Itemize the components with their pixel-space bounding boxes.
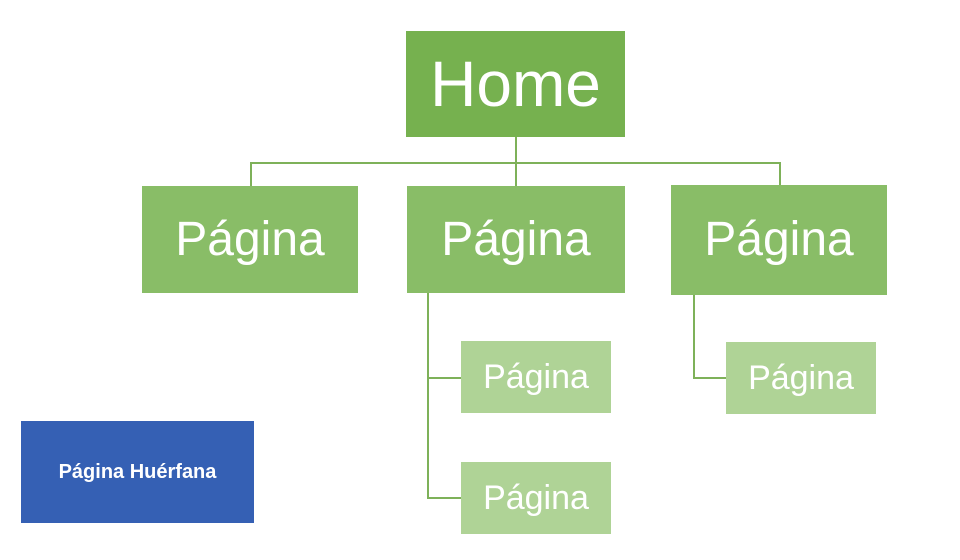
node-subpage-right-1-label: Página: [748, 359, 854, 397]
node-page-right[interactable]: Página: [671, 185, 887, 295]
connector-right-branch-vertical: [693, 295, 695, 378]
node-page-right-label: Página: [704, 213, 854, 266]
node-subpage-middle-2[interactable]: Página: [461, 462, 611, 534]
connector-drop-middle: [515, 162, 517, 186]
node-page-left-label: Página: [175, 212, 325, 266]
connector-right-child1-elbow: [693, 377, 726, 379]
node-page-middle[interactable]: Página: [407, 186, 625, 293]
node-page-middle-label: Página: [441, 212, 591, 266]
node-page-left[interactable]: Página: [142, 186, 358, 293]
connector-drop-left: [250, 162, 252, 186]
connector-middle-child2-elbow: [427, 497, 461, 499]
connector-home-stem: [515, 137, 517, 162]
node-subpage-middle-1-label: Página: [483, 358, 589, 396]
node-home[interactable]: Home: [406, 31, 625, 137]
node-home-label: Home: [430, 48, 601, 120]
node-subpage-right-1[interactable]: Página: [726, 342, 876, 414]
node-orphan-page-label: Página Huérfana: [58, 461, 217, 483]
connector-drop-right: [779, 162, 781, 185]
node-subpage-middle-2-label: Página: [483, 479, 589, 517]
connector-middle-child1-elbow: [427, 377, 461, 379]
connector-middle-branch-vertical: [427, 293, 429, 498]
node-subpage-middle-1[interactable]: Página: [461, 341, 611, 413]
node-orphan-page[interactable]: Página Huérfana: [21, 421, 254, 523]
